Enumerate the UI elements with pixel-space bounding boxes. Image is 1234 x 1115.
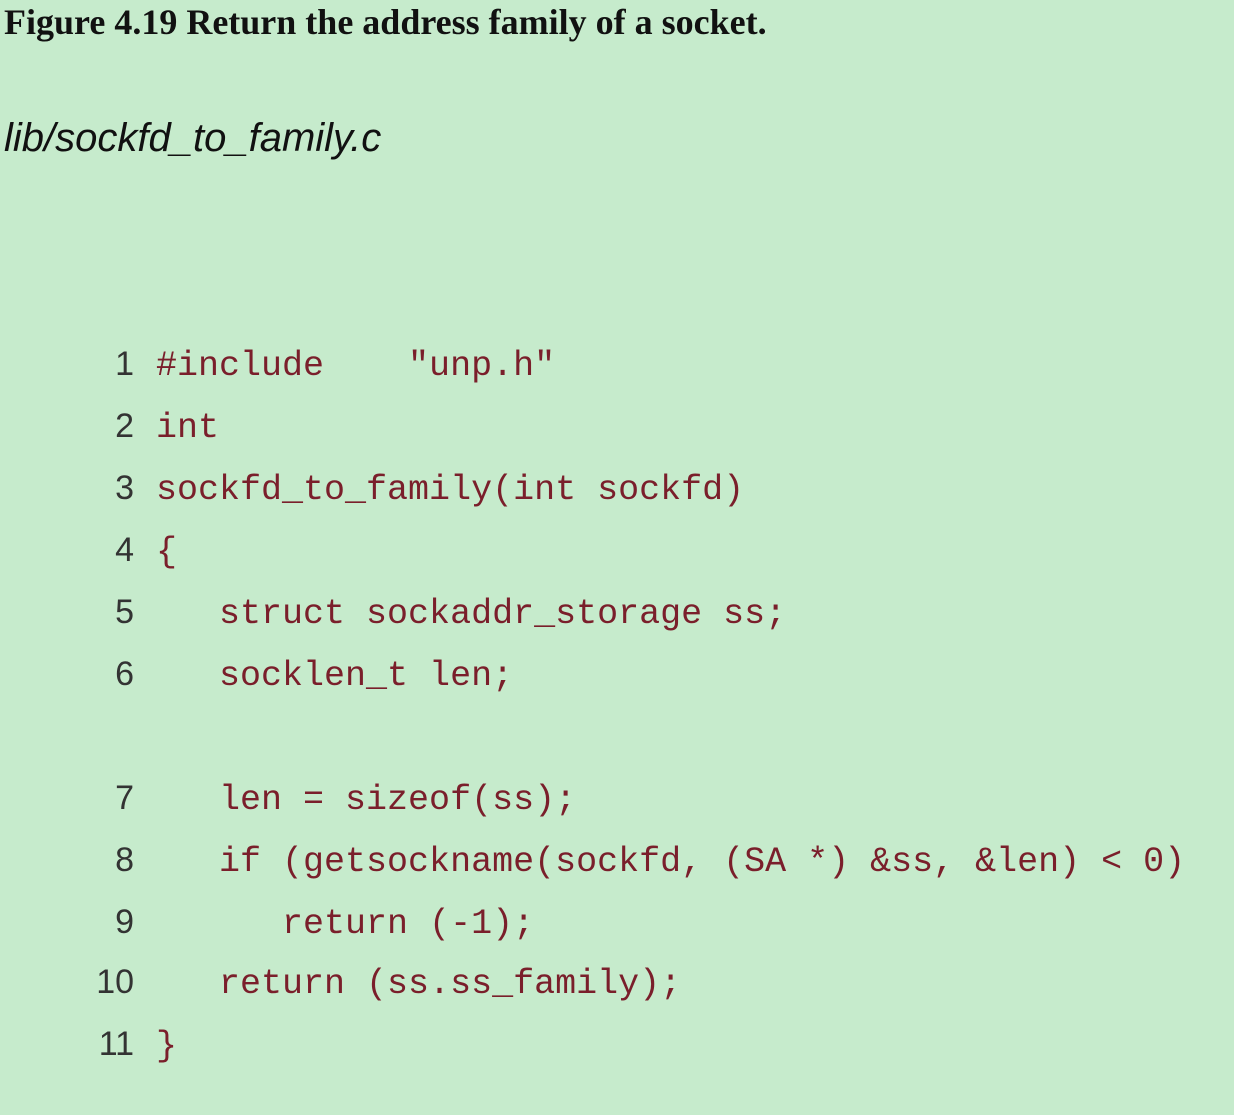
line-number: 6 — [115, 655, 135, 693]
code-line: 5 struct sockaddr_storage ss; — [0, 543, 786, 634]
code-line: 3 sockfd_to_family(int sockfd) — [0, 419, 744, 510]
code-listing: 1 #include "unp.h" 2 int 3 sockfd_to_family… — [0, 295, 1185, 1066]
code-line: 11} — [0, 975, 177, 1066]
code-line: 8 if (getsockname(sockfd, (SA *) &ss, &l… — [0, 791, 1185, 882]
code-line: 1 #include "unp.h" — [0, 295, 555, 386]
code-line: 9 return (-1); — [0, 853, 534, 944]
code-text: return (ss.ss_family); — [156, 964, 682, 1004]
line-number: 7 — [115, 779, 135, 817]
line-number: 5 — [115, 593, 135, 631]
line-number: 8 — [115, 841, 135, 879]
code-text: { — [156, 532, 178, 572]
code-text: sockfd_to_family(int sockfd) — [156, 470, 745, 510]
line-number: 4 — [115, 531, 135, 569]
code-line: 7 len = sizeof(ss); — [0, 729, 576, 820]
code-text: len = sizeof(ss); — [156, 780, 577, 820]
code-text: return (-1); — [156, 904, 535, 944]
code-line: 6 socklen_t len; — [0, 605, 513, 696]
line-number: 2 — [115, 407, 135, 445]
figure-title: Figure 4.19 Return the address family of… — [4, 2, 767, 42]
code-text: socklen_t len; — [156, 656, 514, 696]
code-text: #include "unp.h" — [156, 346, 556, 386]
line-number: 9 — [115, 903, 135, 941]
line-number: 1 — [115, 345, 135, 383]
code-text: if (getsockname(sockfd, (SA *) &ss, &len… — [156, 842, 1186, 882]
source-file-name: lib/sockfd_to_family.c — [4, 116, 382, 160]
code-text: int — [156, 408, 220, 448]
code-line: 2 int — [0, 357, 219, 448]
code-text: } — [156, 1026, 178, 1066]
code-text: struct sockaddr_storage ss; — [156, 594, 787, 634]
code-line: 10 return (ss.ss_family); — [0, 913, 681, 1004]
line-number: 3 — [115, 469, 135, 507]
line-number: 11 — [98, 1025, 135, 1063]
code-line: 4{ — [0, 481, 177, 572]
line-number: 10 — [96, 963, 135, 1001]
